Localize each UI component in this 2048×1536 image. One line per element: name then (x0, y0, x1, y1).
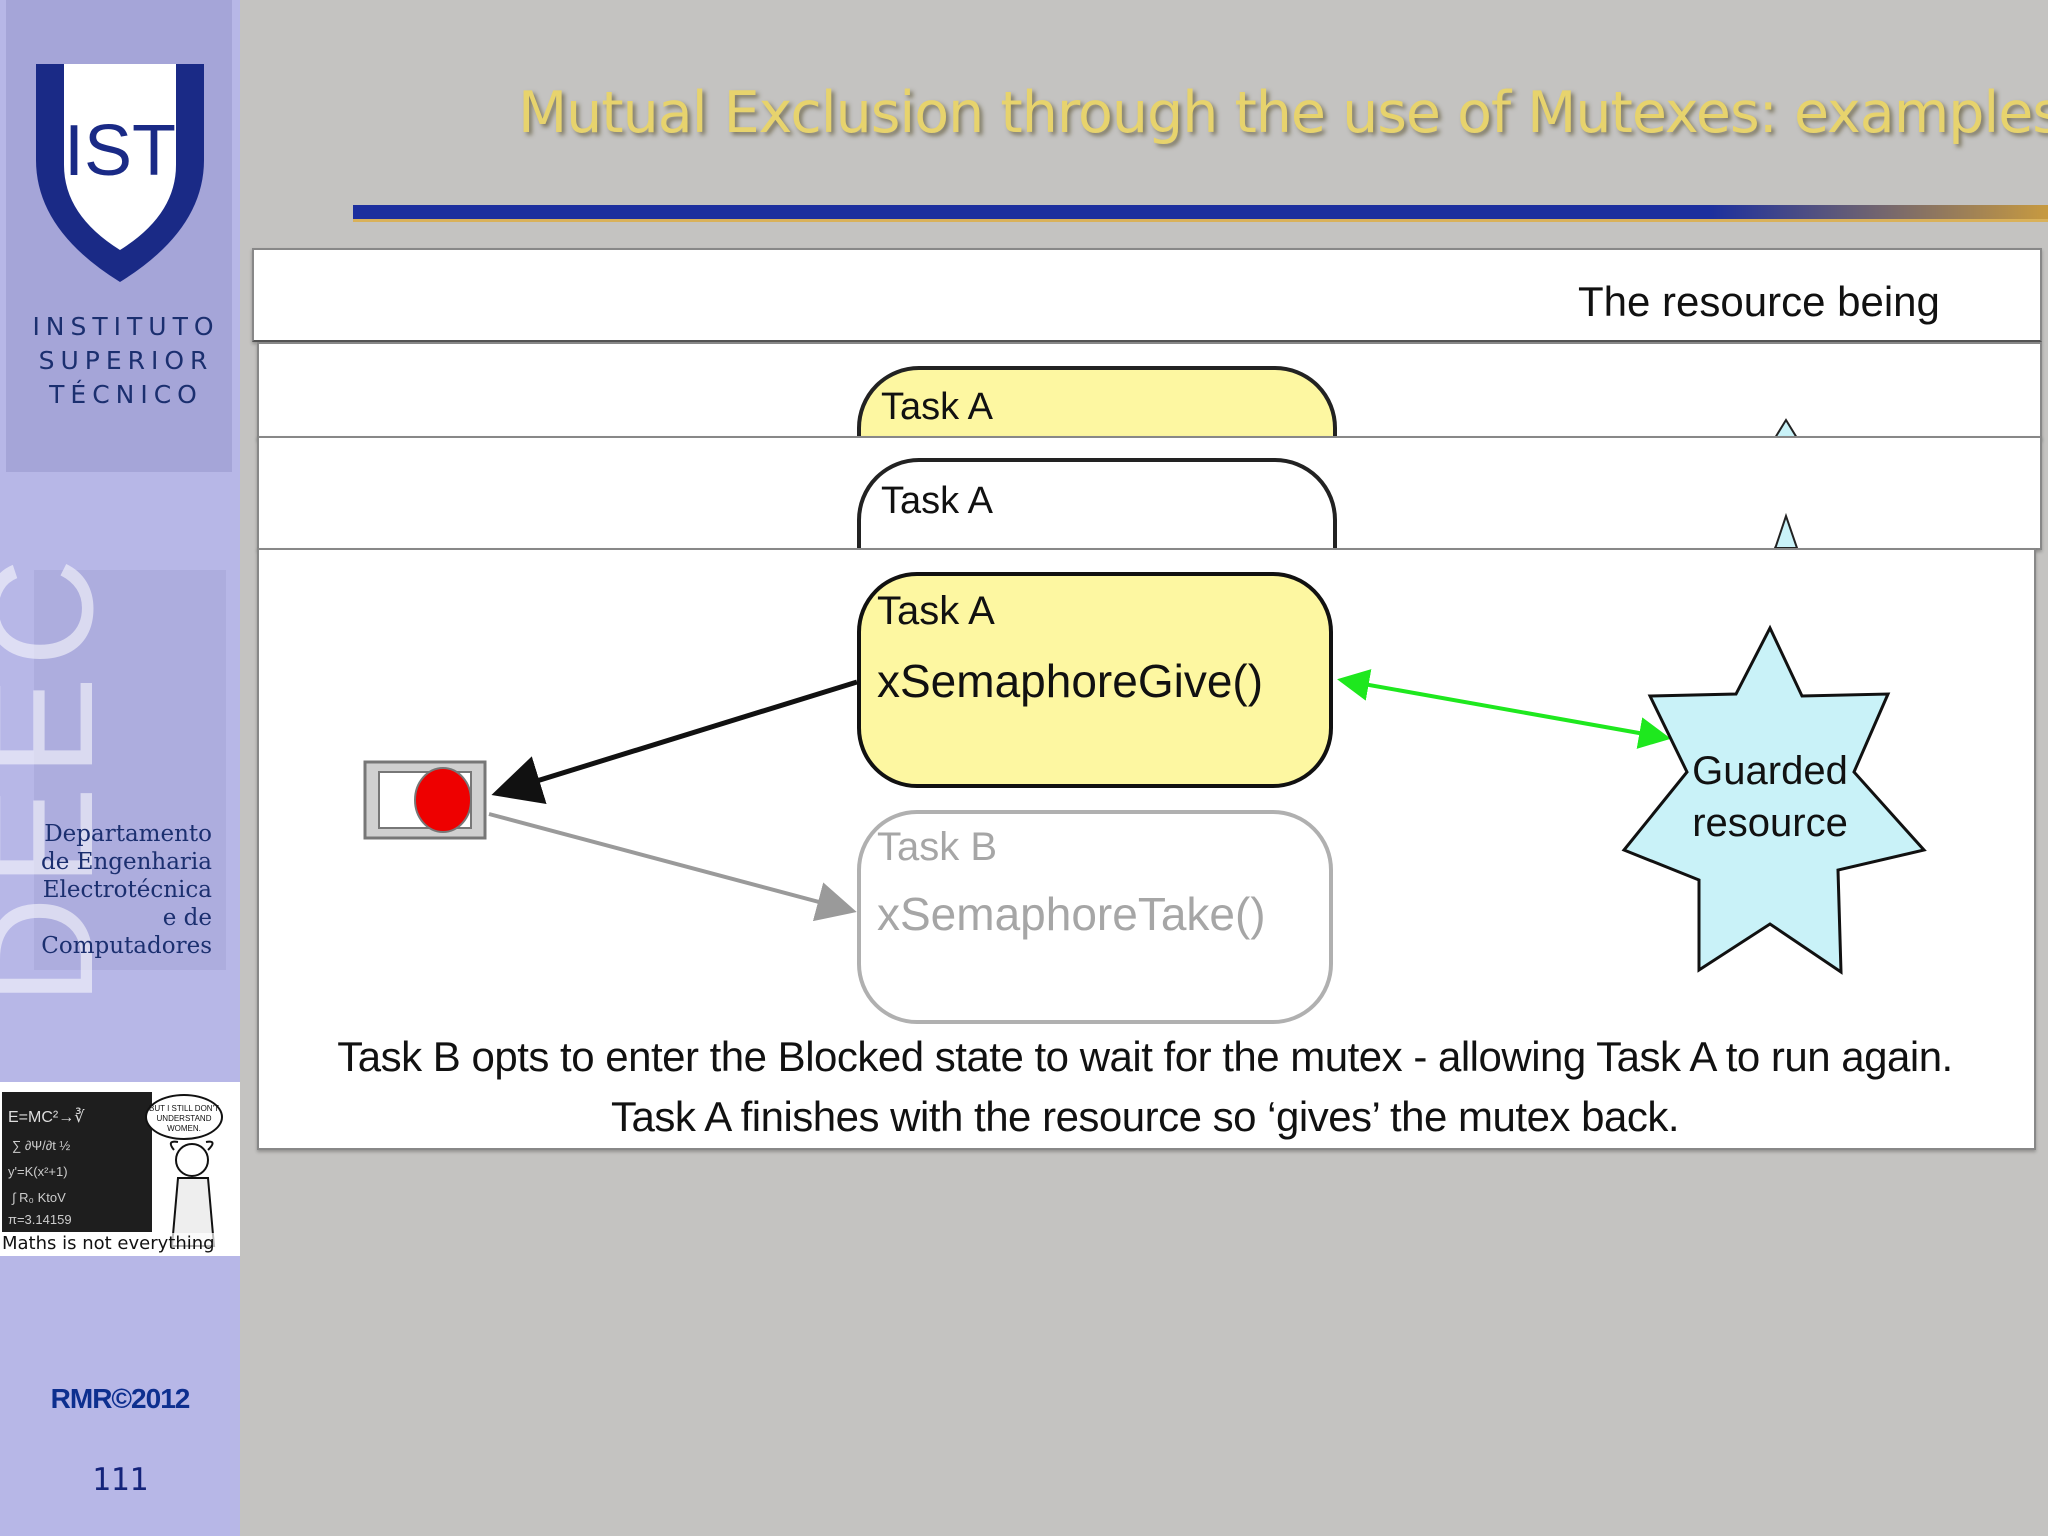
task-b-call: xSemaphoreTake() (877, 888, 1266, 940)
task-a-label: Task A (877, 589, 995, 633)
take-mutex-arrow (488, 812, 857, 922)
svg-text:Task A: Task A (881, 386, 994, 428)
speech-bubble: BUT I STILL DON'T UNDERSTAND WOMEN. (145, 1094, 223, 1140)
institute-line-1: INSTITUTO (32, 312, 220, 341)
ist-shield-logo: IST (36, 64, 204, 282)
department-name: Departamento de Engenharia Electrotécnic… (12, 820, 212, 960)
svg-text:IST: IST (64, 111, 176, 191)
svg-text:Task A: Task A (881, 480, 994, 522)
diagram-frame-upper: Task A (257, 436, 2042, 550)
resource-peek-text: The resource being (1578, 278, 1940, 325)
svg-text:E=MC²→∛: E=MC²→∛ (8, 1107, 85, 1126)
department-line-5: Computadores (41, 933, 212, 959)
resource-label-line1: Guarded (1692, 749, 1848, 793)
task-b-label: Task B (877, 825, 997, 869)
mutex-diagram: Task A xSemaphoreGive() Task B xSemaphor… (363, 572, 1927, 1024)
cartoon-caption: Maths is not everything (2, 1233, 215, 1254)
give-mutex-arrow (491, 679, 858, 805)
einstein-cartoon: E=MC²→∛ ∑ ∂Ψ/∂t ½ y'=K(x²+1) ∫ R₀ KtoV π… (0, 1082, 240, 1256)
frame-middle-contents: Task A (857, 366, 1799, 438)
svg-text:∑ ∂Ψ/∂t ½: ∑ ∂Ψ/∂t ½ (12, 1138, 70, 1153)
caption-line-2: Task A finishes with the resource so ‘gi… (611, 1093, 1679, 1140)
task-b-box: Task B xSemaphoreTake() (857, 810, 1333, 1024)
resource-label-line2: resource (1692, 801, 1848, 845)
institute-line-2: SUPERIOR (38, 346, 214, 375)
sidebar: IST INSTITUTO SUPERIOR TÉCNICO DEEC Depa… (0, 0, 240, 1536)
department-line-1: Departamento (44, 821, 212, 847)
svg-text:∫ R₀ KtoV: ∫ R₀ KtoV (11, 1190, 66, 1205)
equations-scribble-icon: E=MC²→∛ ∑ ∂Ψ/∂t ½ y'=K(x²+1) ∫ R₀ KtoV π… (8, 1107, 85, 1227)
diagram-frame-front: Task A xSemaphoreGive() Task B xSemaphor… (257, 548, 2036, 1150)
task-a-call: xSemaphoreGive() (877, 655, 1263, 707)
resource-access-arrow (1337, 669, 1671, 749)
copyright: RMR©2012 (50, 1383, 191, 1414)
mutex-red-dot-icon (414, 767, 472, 833)
svg-text:y'=K(x²+1): y'=K(x²+1) (8, 1164, 68, 1179)
task-a-box: Task A xSemaphoreGive() (857, 572, 1333, 788)
guarded-resource-star: Guarded resource (1621, 624, 1927, 975)
diagram-caption: Task B opts to enter the Blocked state t… (260, 1027, 2030, 1147)
department-line-3: Electrotécnica (42, 877, 212, 903)
ist-logo-block: IST INSTITUTO SUPERIOR TÉCNICO (6, 0, 232, 472)
diagram-frame-middle: Task A (257, 342, 2042, 440)
deec-logo-block (34, 570, 226, 970)
frame-upper-contents: Task A (857, 458, 1799, 548)
department-line-2: de Engenharia (41, 849, 212, 875)
title-underline (353, 205, 2048, 222)
caption-line-1: Task B opts to enter the Blocked state t… (337, 1033, 1953, 1080)
svg-text:π=3.14159: π=3.14159 (8, 1212, 72, 1227)
department-line-4: e de (162, 905, 212, 931)
mutex-token (363, 760, 487, 840)
chalkboard: E=MC²→∛ ∑ ∂Ψ/∂t ½ y'=K(x²+1) ∫ R₀ KtoV π… (2, 1092, 152, 1232)
page-number: 111 (92, 1462, 148, 1498)
diagram-frame-back (252, 248, 2042, 342)
slide-title: Mutual Exclusion through the use of Mute… (518, 80, 2048, 146)
institute-line-3: TÉCNICO (49, 380, 203, 409)
